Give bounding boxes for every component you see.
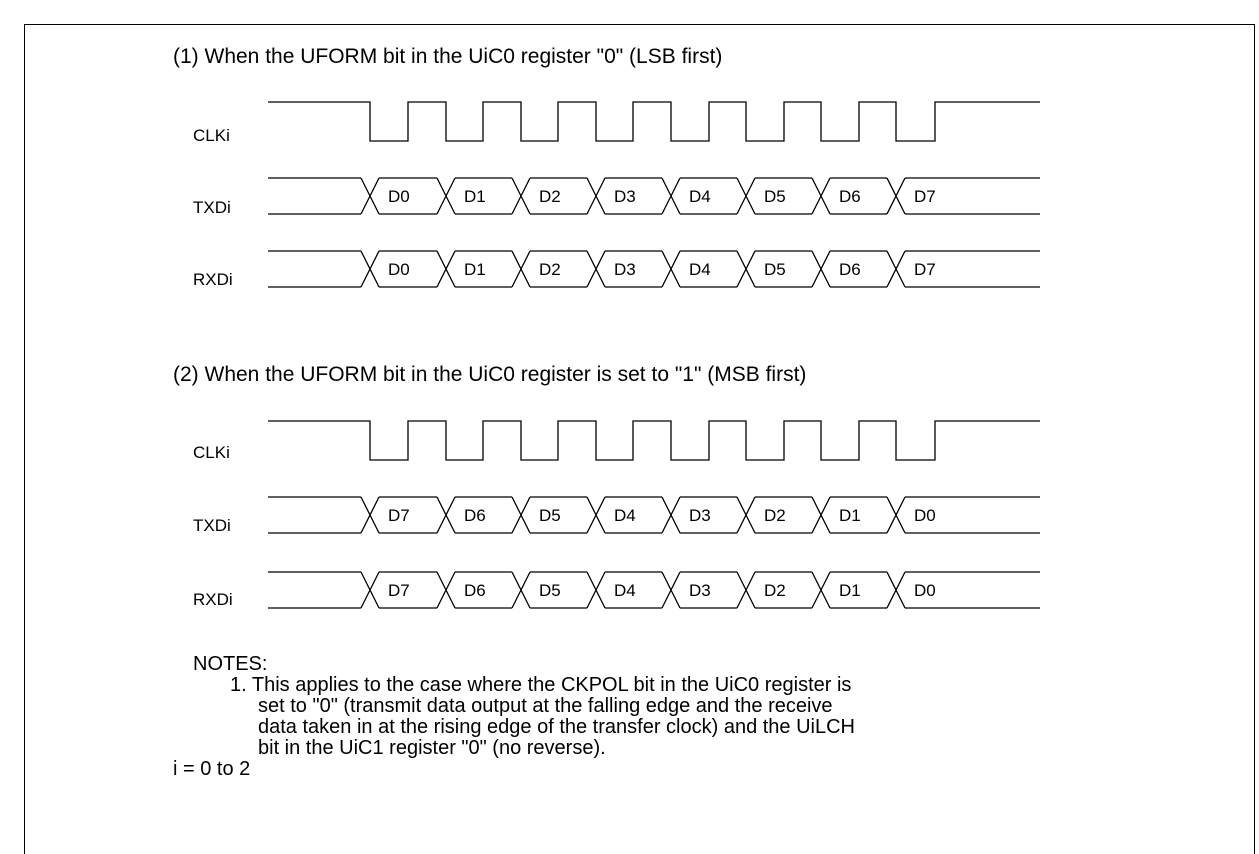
section1-txd-transition-0 — [360, 177, 380, 215]
section2-rxd-bit-7: D0 — [914, 581, 936, 600]
section2-heading: (2) When the UFORM bit in the UiC0 regis… — [173, 363, 807, 386]
section2-clk-label: CLKi — [193, 443, 230, 462]
section1-rxd-bit-6: D6 — [839, 260, 861, 279]
section2-txd-transition-2 — [511, 496, 531, 534]
section2-rxd-bit-3: D4 — [614, 581, 636, 600]
section2-txd-bit-4: D3 — [689, 506, 711, 525]
note-line-3: data taken in at the rising edge of the … — [258, 716, 856, 738]
section1-rxd-bit-4: D4 — [689, 260, 711, 279]
section1-txd-bit-6: D6 — [839, 187, 861, 206]
section1-clk-waveform — [268, 101, 1040, 142]
section2-rxd-bit-5: D2 — [764, 581, 786, 600]
section2-txd-transition-7 — [886, 496, 906, 534]
notes-title: NOTES: — [193, 653, 268, 675]
section2-rxd-bit-0: D7 — [388, 581, 410, 600]
section2-rxd-transition-5 — [736, 571, 756, 609]
section2-rxd-bit-6: D1 — [839, 581, 861, 600]
section1-rxd-transition-0 — [360, 250, 380, 288]
section1-txd-transition-5 — [736, 177, 756, 215]
section2-txd-transition-6 — [811, 496, 831, 534]
section2-rxd-transition-6 — [811, 571, 831, 609]
section2-clk-waveform — [268, 420, 1040, 461]
section2-rxd-label: RXDi — [193, 590, 233, 609]
figure-border — [24, 24, 1255, 854]
section1-txd-transition-1 — [436, 177, 456, 215]
section1-txd-bit-2: D2 — [539, 187, 561, 206]
section1-rxd-bit-0: D0 — [388, 260, 410, 279]
section2-txd-transition-3 — [586, 496, 606, 534]
section2-txd-bit-5: D2 — [764, 506, 786, 525]
section1-rxd-transition-2 — [511, 250, 531, 288]
note-line-2: set to "0" (transmit data output at the … — [258, 695, 833, 717]
section2-txd-label: TXDi — [193, 516, 231, 535]
section2-rxd-transition-0 — [360, 571, 380, 609]
section2-txd-bit-0: D7 — [388, 506, 410, 525]
section2-rxd-bit-2: D5 — [539, 581, 561, 600]
section1-clk-label: CLKi — [193, 126, 230, 145]
section1-txd-transition-3 — [586, 177, 606, 215]
timing-diagram-figure: (1) When the UFORM bit in the UiC0 regis… — [24, 24, 1255, 854]
section1-rxd-transition-3 — [586, 250, 606, 288]
section1-rxd-transition-4 — [661, 250, 681, 288]
section2-txd-transition-4 — [661, 496, 681, 534]
note-line-1: 1. This applies to the case where the CK… — [230, 674, 852, 696]
section1-txd-transition-7 — [886, 177, 906, 215]
section1-txd-bit-3: D3 — [614, 187, 636, 206]
section2-rxd-bit-4: D3 — [689, 581, 711, 600]
section2-txd-transition-1 — [436, 496, 456, 534]
section1-txd-bit-4: D4 — [689, 187, 711, 206]
section1-rxd-transition-5 — [736, 250, 756, 288]
section1-rxd-bit-3: D3 — [614, 260, 636, 279]
section1-rxd-transition-7 — [886, 250, 906, 288]
note-line-4: bit in the UiC1 register "0" (no reverse… — [258, 737, 606, 759]
section1-rxd-transition-1 — [436, 250, 456, 288]
section1-txd-transition-6 — [811, 177, 831, 215]
section1-rxd-label: RXDi — [193, 270, 233, 289]
section1-txd-bit-5: D5 — [764, 187, 786, 206]
section1-rxd-transition-6 — [811, 250, 831, 288]
section2-txd-bit-6: D1 — [839, 506, 861, 525]
section2-rxd-transition-1 — [436, 571, 456, 609]
section2-rxd-transition-7 — [886, 571, 906, 609]
section2-txd-bit-7: D0 — [914, 506, 936, 525]
section1-txd-bit-1: D1 — [464, 187, 486, 206]
section1-rxd-bit-1: D1 — [464, 260, 486, 279]
section1-rxd-bit-7: D7 — [914, 260, 936, 279]
section1-txd-label: TXDi — [193, 198, 231, 217]
section2-rxd-bit-1: D6 — [464, 581, 486, 600]
section1-heading: (1) When the UFORM bit in the UiC0 regis… — [173, 45, 723, 68]
section1-rxd-bit-2: D2 — [539, 260, 561, 279]
section1-rxd-bit-5: D5 — [764, 260, 786, 279]
section2-rxd-transition-2 — [511, 571, 531, 609]
section2-txd-transition-5 — [736, 496, 756, 534]
section2-rxd-transition-4 — [661, 571, 681, 609]
section1-txd-bit-7: D7 — [914, 187, 936, 206]
section1-txd-transition-2 — [511, 177, 531, 215]
section2-rxd-transition-3 — [586, 571, 606, 609]
section2-txd-bit-2: D5 — [539, 506, 561, 525]
notes-footer: i = 0 to 2 — [173, 758, 251, 780]
section2-txd-bit-1: D6 — [464, 506, 486, 525]
section2-txd-bit-3: D4 — [614, 506, 636, 525]
section2-txd-transition-0 — [360, 496, 380, 534]
section1-txd-transition-4 — [661, 177, 681, 215]
section1-txd-bit-0: D0 — [388, 187, 410, 206]
